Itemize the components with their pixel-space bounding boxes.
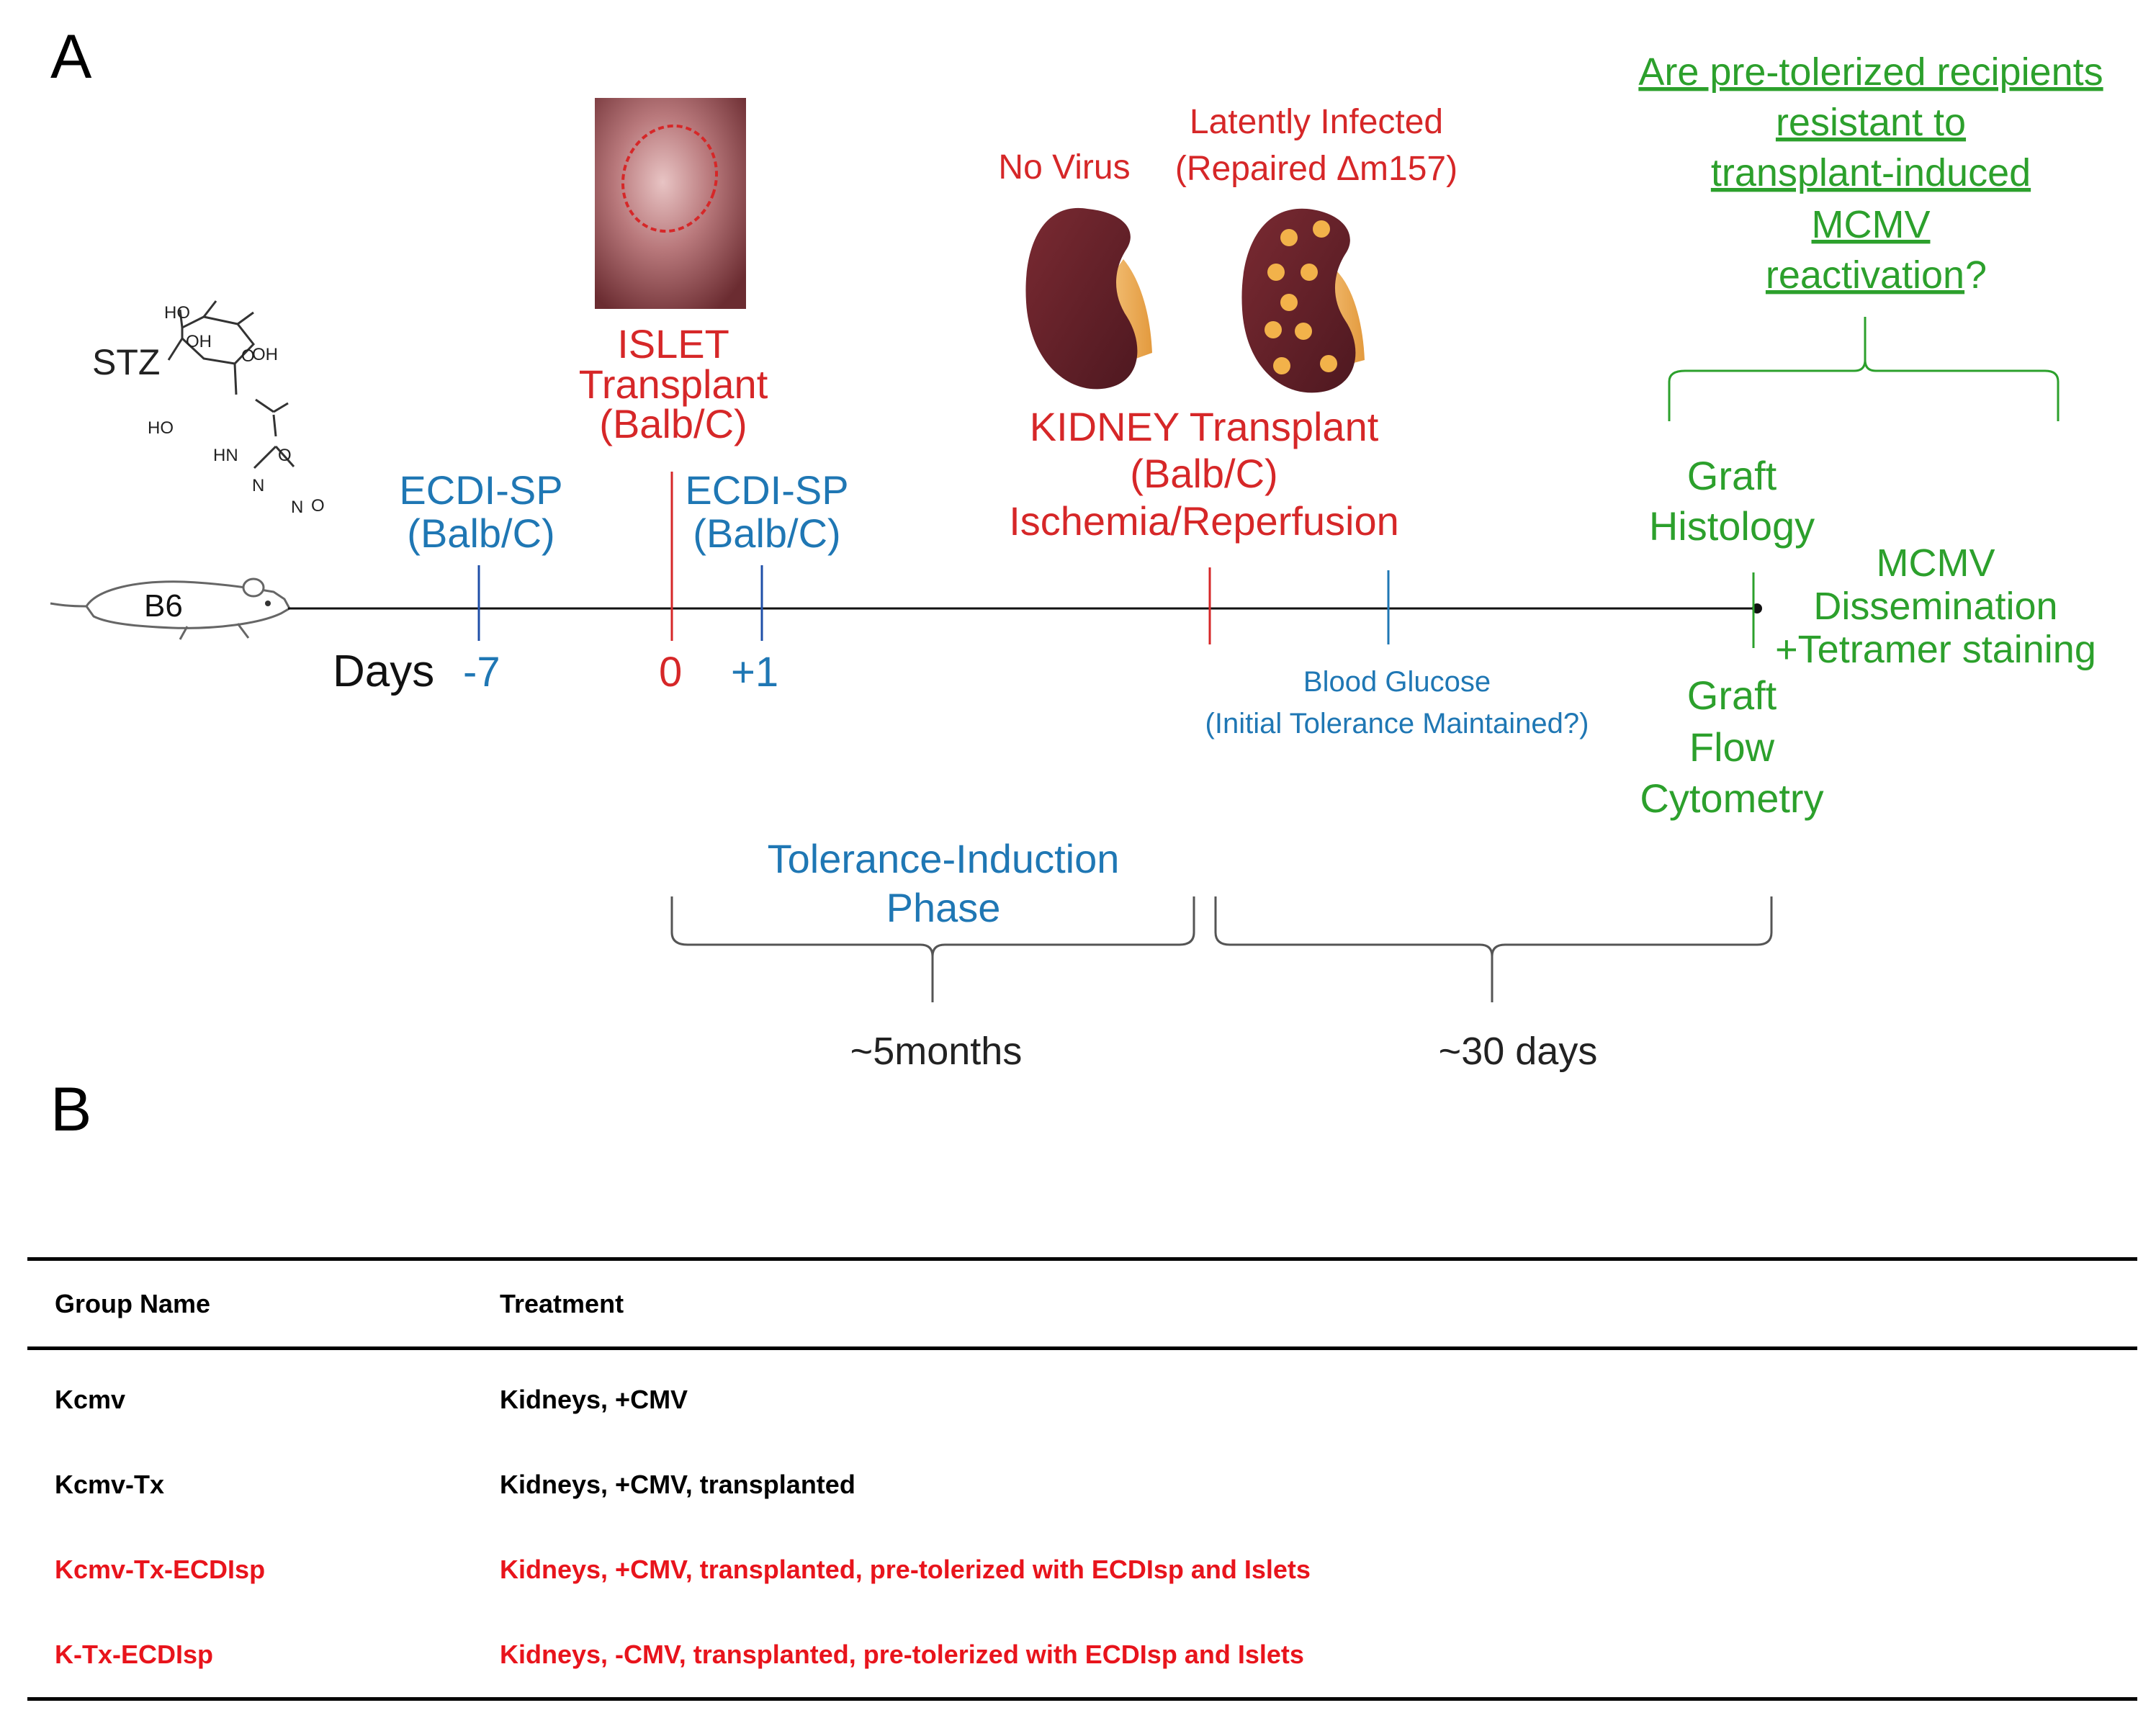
group-name-cell: K-Tx-ECDIsp	[55, 1640, 214, 1669]
tolerance-phase-brace	[670, 896, 1195, 1002]
atom-n: N	[252, 476, 264, 495]
svg-text:Blood Glucose: Blood Glucose	[1303, 666, 1491, 698]
table-row: Kcmv-Tx Kidneys, +CMV, transplanted	[27, 1442, 2137, 1527]
svg-text:(Balb/C): (Balb/C)	[693, 511, 840, 556]
blood-glucose-label: Blood Glucose (Initial Tolerance Maintai…	[1205, 666, 1589, 739]
svg-text:MCMV: MCMV	[1877, 541, 1995, 585]
ecdi-sp-day-plus-1-label: ECDI-SP (Balb/C)	[685, 467, 848, 556]
panel-a-diagram: A B STZ HO OH OH O HO HN O N N O	[50, 22, 2103, 1144]
svg-text:+Tetramer staining: +Tetramer staining	[1775, 628, 2096, 671]
svg-text:Cytometry: Cytometry	[1640, 775, 1823, 821]
islet-photo	[595, 98, 746, 309]
treatment-groups-table: Group Name Treatment Kcmv Kidneys, +CMV …	[27, 1257, 2137, 1701]
svg-text:ISLET: ISLET	[617, 321, 729, 367]
treatment-cell: Kidneys, -CMV, transplanted, pre-toleriz…	[500, 1640, 1304, 1669]
kidney-infected-icon	[1241, 208, 1365, 393]
five-months-label: ~5months	[850, 1030, 1023, 1073]
tick-label-minus-7: -7	[463, 649, 500, 696]
mcmv-dissemination-label: MCMV Dissemination +Tetramer staining	[1775, 541, 2096, 671]
atom-hn: HN	[213, 446, 238, 465]
svg-text:Tolerance-Induction: Tolerance-Induction	[768, 836, 1120, 881]
atom-oh-right: OH	[252, 345, 278, 364]
stz-label: STZ	[92, 342, 160, 382]
atom-n2: N	[291, 498, 303, 517]
no-virus-label: No Virus	[998, 148, 1130, 186]
treatment-cell: Kidneys, +CMV, transplanted	[500, 1470, 855, 1499]
islet-transplant-label: ISLET Transplant (Balb/C)	[579, 321, 768, 446]
svg-text:Transplant: Transplant	[579, 361, 768, 407]
svg-text:Phase: Phase	[886, 885, 1001, 930]
svg-text:(Initial Tolerance Maintained?: (Initial Tolerance Maintained?)	[1205, 708, 1589, 739]
atom-ho-left: HO	[148, 418, 174, 438]
svg-text:Graft: Graft	[1687, 673, 1777, 718]
research-question-label: Are pre-tolerized recipients resistant t…	[1638, 50, 2103, 297]
kidney-transplant-label: KIDNEY Transplant (Balb/C) Ischemia/Repe…	[1009, 404, 1399, 544]
panel-letter-b: B	[50, 1075, 91, 1144]
header-treatment: Treatment	[500, 1288, 624, 1318]
svg-text:resistant to: resistant to	[1776, 101, 1966, 144]
table-row: K-Tx-ECDIsp Kidneys, -CMV, transplanted,…	[27, 1612, 2137, 1699]
svg-text:Graft: Graft	[1687, 453, 1777, 498]
table-row: Kcmv Kidneys, +CMV	[27, 1349, 2137, 1443]
mouse-icon: B6	[50, 577, 292, 640]
thirty-days-label: ~30 days	[1439, 1030, 1598, 1073]
table-header-row: Group Name Treatment	[27, 1259, 2137, 1349]
treatment-cell: Kidneys, +CMV, transplanted, pre-toleriz…	[500, 1555, 1311, 1584]
svg-text:reactivation: reactivation	[1766, 253, 1964, 297]
group-name-cell: Kcmv-Tx-ECDIsp	[55, 1555, 266, 1584]
svg-text:Latently Infected: Latently Infected	[1190, 103, 1443, 141]
treatment-cell: Kidneys, +CMV	[500, 1385, 688, 1414]
svg-text:MCMV: MCMV	[1812, 203, 1931, 246]
days-label: Days	[333, 647, 434, 696]
table-row: Kcmv-Tx-ECDIsp Kidneys, +CMV, transplant…	[27, 1527, 2137, 1612]
question-brace	[1668, 317, 2060, 421]
post-transplant-brace	[1214, 896, 1773, 1002]
kidney-uninfected-icon	[1025, 207, 1152, 390]
tick-label-plus-1: +1	[731, 649, 778, 696]
graft-flow-cytometry-label: Graft Flow Cytometry	[1640, 673, 1823, 821]
tick-label-0: 0	[659, 649, 682, 696]
atom-o-ring: O	[241, 346, 255, 366]
ecdi-sp-day-minus-7-label: ECDI-SP (Balb/C)	[399, 467, 562, 556]
svg-text:(Repaired Δm157): (Repaired Δm157)	[1175, 150, 1457, 188]
atom-o-nitroso: O	[311, 496, 325, 516]
svg-text:Flow: Flow	[1689, 724, 1775, 770]
group-name-cell: Kcmv-Tx	[55, 1470, 165, 1499]
mouse-label: B6	[144, 588, 183, 624]
latently-infected-label: Latently Infected (Repaired Δm157)	[1175, 103, 1457, 188]
svg-text:Are pre-tolerized recipients: Are pre-tolerized recipients	[1638, 50, 2103, 94]
svg-text:ECDI-SP: ECDI-SP	[399, 467, 562, 513]
stz-molecule: STZ HO OH OH O HO HN O N N O	[92, 300, 325, 517]
atom-oh-mid: OH	[186, 332, 212, 351]
panel-letter-a: A	[50, 22, 92, 91]
svg-text:(Balb/C): (Balb/C)	[407, 511, 554, 556]
svg-text:?: ?	[1965, 253, 1987, 297]
atom-ho-top: HO	[164, 303, 190, 323]
svg-text:ECDI-SP: ECDI-SP	[685, 467, 848, 513]
svg-text:(Balb/C): (Balb/C)	[599, 401, 747, 446]
atom-o-carbonyl: O	[278, 446, 292, 465]
svg-text:Histology: Histology	[1649, 503, 1815, 549]
svg-text:KIDNEY Transplant: KIDNEY Transplant	[1030, 404, 1379, 449]
svg-text:Dissemination: Dissemination	[1813, 585, 2057, 628]
header-group-name: Group Name	[55, 1288, 211, 1318]
graft-histology-label: Graft Histology	[1649, 453, 1815, 549]
svg-text:Ischemia/Reperfusion: Ischemia/Reperfusion	[1009, 498, 1399, 544]
group-name-cell: Kcmv	[55, 1385, 126, 1414]
svg-text:(Balb/C): (Balb/C)	[1130, 451, 1277, 496]
tolerance-phase-label: Tolerance-Induction Phase	[768, 836, 1120, 930]
svg-text:transplant-induced: transplant-induced	[1711, 151, 2031, 194]
